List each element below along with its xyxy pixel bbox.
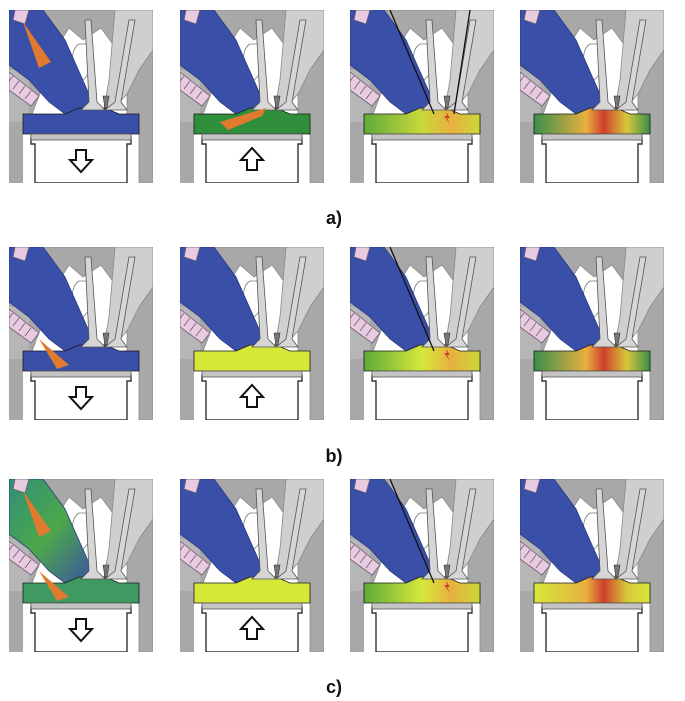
combustion-chamber bbox=[364, 345, 480, 371]
piston-crown bbox=[372, 603, 472, 609]
panel-b-ignition bbox=[350, 247, 494, 420]
piston-crown bbox=[202, 134, 302, 140]
piston bbox=[372, 375, 472, 420]
engine-cross-section bbox=[520, 10, 664, 183]
piston bbox=[542, 138, 642, 183]
piston-crown bbox=[202, 603, 302, 609]
cylinder-wall-left bbox=[520, 359, 534, 420]
combustion-chamber bbox=[364, 108, 480, 134]
combustion-chamber bbox=[23, 108, 139, 134]
panel-a-combustion bbox=[520, 10, 664, 183]
panel-c-combustion bbox=[520, 479, 664, 652]
cylinder-wall-left bbox=[350, 359, 364, 420]
combustion-chamber bbox=[194, 577, 310, 603]
cylinder-wall-left bbox=[180, 122, 194, 183]
cylinder-wall-left bbox=[9, 359, 23, 420]
piston-crown bbox=[542, 603, 642, 609]
panel-c-intake bbox=[9, 479, 153, 652]
combustion-chamber bbox=[534, 345, 650, 371]
engine-cross-section bbox=[350, 10, 494, 183]
piston-crown bbox=[542, 134, 642, 140]
engine-cross-section bbox=[180, 10, 324, 183]
piston-crown bbox=[31, 603, 131, 609]
piston-crown bbox=[372, 371, 472, 377]
row-label-b: b) bbox=[304, 446, 364, 466]
engine-cross-section bbox=[180, 479, 324, 652]
cylinder-wall-left bbox=[180, 591, 194, 652]
panel-a-compression bbox=[180, 10, 324, 183]
piston bbox=[542, 375, 642, 420]
combustion-chamber bbox=[364, 577, 480, 603]
engine-cross-section bbox=[350, 247, 494, 420]
piston-crown bbox=[31, 371, 131, 377]
combustion-chamber bbox=[23, 345, 139, 371]
combustion-chamber bbox=[194, 108, 310, 134]
engine-cross-section bbox=[520, 479, 664, 652]
piston bbox=[372, 607, 472, 652]
piston bbox=[542, 607, 642, 652]
piston-crown bbox=[202, 371, 302, 377]
engine-cross-section bbox=[9, 479, 153, 652]
panel-b-compression bbox=[180, 247, 324, 420]
cylinder-wall-left bbox=[350, 591, 364, 652]
panel-c-ignition bbox=[350, 479, 494, 652]
piston-crown bbox=[372, 134, 472, 140]
row-label-c: c) bbox=[304, 677, 364, 697]
cylinder-wall-left bbox=[9, 591, 23, 652]
cylinder-wall-left bbox=[520, 591, 534, 652]
cylinder-wall-left bbox=[520, 122, 534, 183]
engine-cross-section bbox=[350, 479, 494, 652]
combustion-chamber bbox=[534, 108, 650, 134]
engine-cross-section bbox=[9, 10, 153, 183]
cylinder-wall-left bbox=[180, 359, 194, 420]
panel-b-combustion bbox=[520, 247, 664, 420]
combustion-chamber bbox=[194, 345, 310, 371]
row-label-a: a) bbox=[304, 208, 364, 228]
piston bbox=[372, 138, 472, 183]
combustion-chamber bbox=[23, 577, 139, 603]
piston-crown bbox=[31, 134, 131, 140]
engine-cross-section bbox=[9, 247, 153, 420]
panel-b-intake bbox=[9, 247, 153, 420]
cylinder-wall-left bbox=[9, 122, 23, 183]
panel-a-ignition bbox=[350, 10, 494, 183]
engine-cross-section bbox=[180, 247, 324, 420]
combustion-chamber bbox=[534, 577, 650, 603]
piston-crown bbox=[542, 371, 642, 377]
engine-cross-section bbox=[520, 247, 664, 420]
cylinder-wall-left bbox=[350, 122, 364, 183]
panel-c-compression bbox=[180, 479, 324, 652]
panel-a-intake bbox=[9, 10, 153, 183]
